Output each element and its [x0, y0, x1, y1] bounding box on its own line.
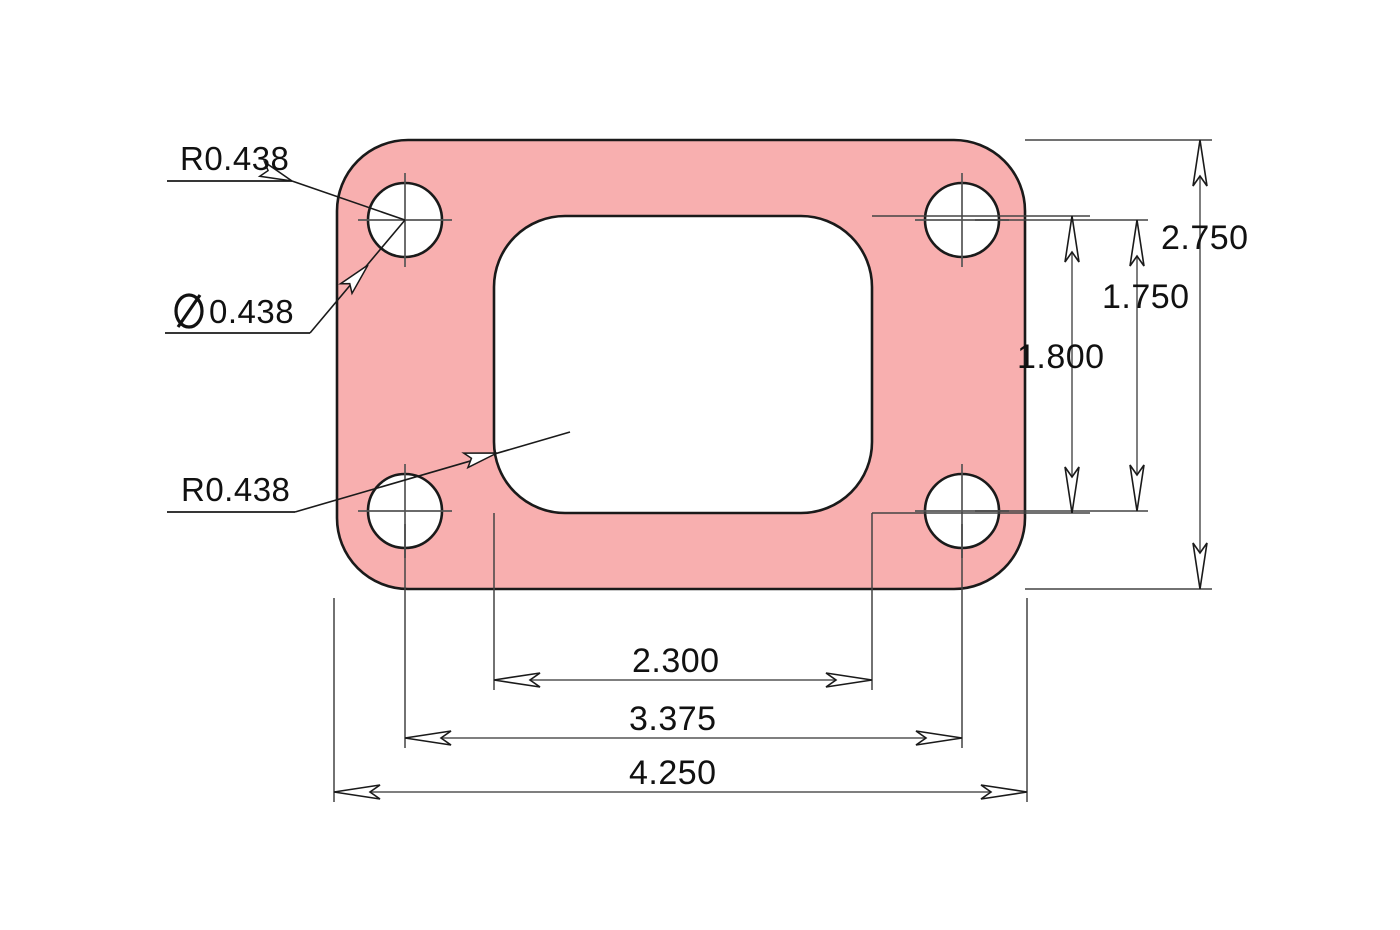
dimension-bolt-pattern-height: 1.750: [975, 219, 1190, 512]
diameter-symbol-icon: [174, 293, 204, 329]
leader-line-radius-inner: [294, 431, 571, 513]
dimension-label-opening-height: 1.800: [1017, 338, 1105, 376]
gasket-outer-outline: [335, 138, 1027, 591]
dimension-label-opening-width: 2.300: [632, 642, 720, 680]
annotation-diameter-hole: 0.438: [165, 219, 406, 334]
dimension-opening-height: 1.800: [872, 215, 1105, 514]
radius-outer-label: R0.438: [180, 140, 289, 177]
annotation-radius-outer: R0.438: [167, 140, 406, 221]
dimension-label-bolt-pattern-height: 1.750: [1102, 278, 1190, 316]
dimension-opening-width: 2.300: [493, 513, 873, 690]
radius-inner-label: R0.438: [181, 471, 290, 508]
dimension-bolt-pattern-width: 3.375: [404, 524, 963, 748]
dimension-label-overall-width: 4.250: [629, 754, 717, 792]
center-opening-outline: [492, 214, 874, 515]
leader-line-radius-outer: [291, 180, 406, 221]
dimension-overall-width: 4.250: [333, 598, 1028, 802]
annotation-radius-inner: R0.438: [167, 431, 571, 513]
dimension-overall-height: 2.750: [1025, 139, 1249, 590]
dimension-label-overall-height: 2.750: [1161, 219, 1249, 257]
diameter-hole-value: 0.438: [209, 293, 294, 330]
dimension-label-bolt-pattern-width: 3.375: [629, 700, 717, 738]
